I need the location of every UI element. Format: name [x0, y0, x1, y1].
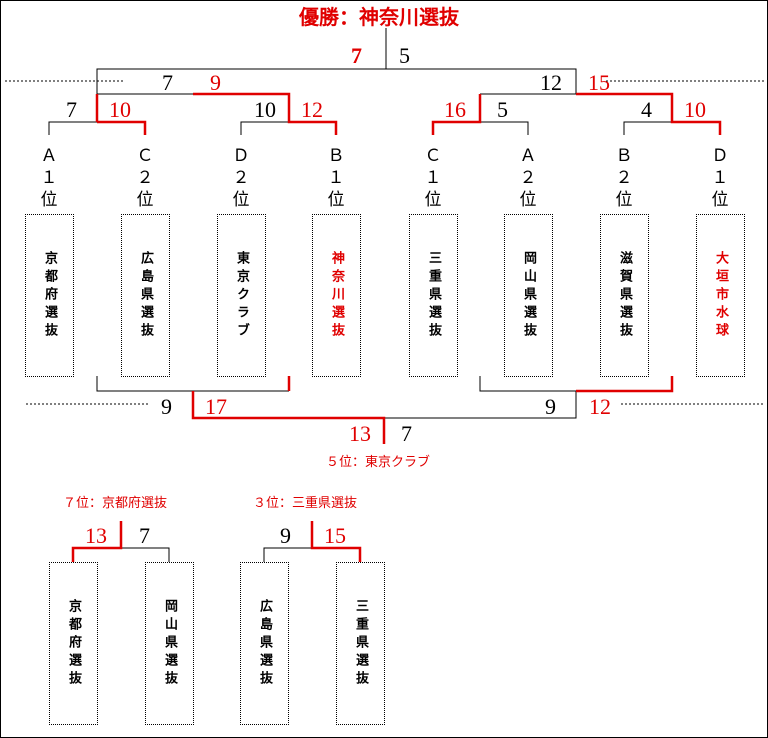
- team-box-tokyo-club: 東京クラブ: [217, 214, 266, 377]
- seventh-place-result: ７位：京都府選抜: [63, 496, 168, 511]
- team-box-ogaki: 大垣市水球: [696, 214, 745, 377]
- team-box-third-mie: 三重県選抜: [336, 562, 385, 725]
- qf3-score-a: 16: [444, 97, 466, 122]
- qf4-score-b: 10: [684, 97, 706, 122]
- qf1-score-b: 10: [109, 97, 131, 122]
- final-score-right: 5: [399, 43, 410, 68]
- qf3-score-b: 5: [497, 97, 508, 122]
- fifth-place-score-a: 13: [349, 421, 371, 446]
- team-box-seventh-kyoto: 京都府選抜: [49, 562, 98, 725]
- final-score-left: 7: [351, 43, 362, 68]
- qf4-score-a: 4: [641, 97, 652, 122]
- qf2-score-a: 10: [254, 97, 276, 122]
- champion-title: 優勝：神奈川選抜: [299, 5, 459, 29]
- seventh-score-a: 13: [85, 523, 107, 548]
- consolation-right-score-a: 9: [545, 394, 556, 419]
- team-box-seventh-okayama: 岡山県選抜: [145, 562, 194, 725]
- seventh-score-b: 7: [139, 523, 150, 548]
- semi-right-score-b: 15: [588, 70, 610, 95]
- consolation-left-score-b: 17: [205, 394, 227, 419]
- team-box-hiroshima: 広島県選抜: [121, 214, 170, 377]
- fifth-place-result: ５位：東京クラブ: [326, 455, 431, 470]
- third-score-a: 9: [280, 523, 291, 548]
- third-score-b: 15: [324, 523, 346, 548]
- qf2-score-b: 12: [301, 97, 323, 122]
- team-box-third-hiroshima: 広島県選抜: [240, 562, 289, 725]
- team-box-shiga: 滋賀県選抜: [600, 214, 649, 377]
- team-box-kanagawa: 神奈川選抜: [312, 214, 361, 377]
- team-box-okayama: 岡山県選抜: [504, 214, 553, 377]
- semi-left-score-b: 9: [210, 70, 221, 95]
- semi-right-score-a: 12: [540, 70, 562, 95]
- fifth-place-score-b: 7: [401, 421, 412, 446]
- third-place-result: ３位：三重県選抜: [253, 496, 358, 511]
- consolation-left-score-a: 9: [161, 394, 172, 419]
- team-box-mie: 三重県選抜: [409, 214, 458, 377]
- consolation-right-score-b: 12: [589, 394, 611, 419]
- team-box-kyoto: 京都府選抜: [25, 214, 74, 377]
- qf1-score-a: 7: [66, 97, 77, 122]
- semi-left-score-a: 7: [162, 70, 173, 95]
